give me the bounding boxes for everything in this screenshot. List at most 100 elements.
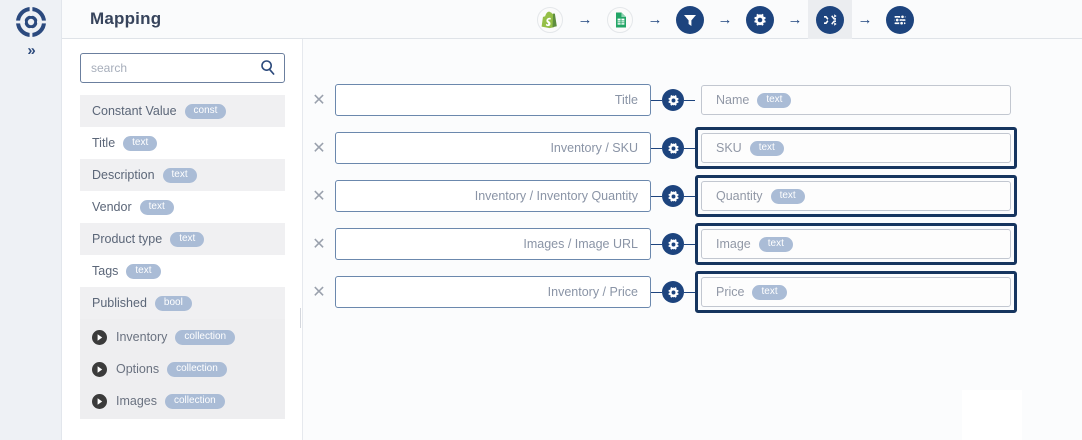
wire-right [684,291,695,293]
mapping-settings-gear-icon[interactable] [662,281,684,303]
expand-arrow-icon[interactable] [92,361,107,377]
wire-right [684,99,695,101]
remove-mapping-button[interactable]: ✕ [312,284,326,301]
target-highlight-ring: Quantity text [695,175,1017,217]
source-field-select[interactable]: Images / Image URL [335,228,651,260]
pipeline-steps: → → [528,0,922,39]
type-badge: text [758,236,793,252]
target-highlight-ring: Name text [695,79,1017,121]
mapping-settings-gear-icon[interactable] [662,89,684,111]
step-arrow: → [857,11,873,28]
wire-left [651,147,662,149]
sheets-icon [606,6,634,34]
target-field-select[interactable]: Image text [701,229,1011,259]
source-field-select[interactable]: Inventory / SKU [335,132,651,164]
field-label: Constant Value [92,104,177,118]
mapping-row: ✕ Inventory / Inventory Quantity Quantit… [303,172,1082,220]
step-arrow: → [787,11,803,28]
expand-arrow-icon[interactable] [92,329,107,345]
left-rail: » [0,0,62,440]
source-field-select[interactable]: Inventory / Inventory Quantity [335,180,651,212]
mapping-connector [651,137,695,159]
step-google-sheets[interactable] [598,0,642,39]
target-field-select[interactable]: Price text [701,277,1011,307]
app-logo-icon[interactable] [15,6,47,38]
header: Mapping → [62,0,1082,39]
render-artifact [962,390,1022,440]
remove-mapping-button[interactable]: ✕ [312,92,326,109]
search-box [80,53,285,83]
mapping-connector [651,233,695,255]
target-highlight-ring: Image text [695,223,1017,265]
collection-label: Inventory [116,330,168,344]
type-badge: collection [167,361,227,377]
remove-mapping-button[interactable]: ✕ [312,236,326,253]
list-item[interactable]: Tags text [80,255,285,287]
type-badge: text [126,263,161,279]
mapping-settings-gear-icon[interactable] [662,185,684,207]
search-input[interactable] [80,53,285,83]
list-item[interactable]: Constant Value const [80,95,285,127]
mapping-connector [651,89,695,111]
wire-left [651,243,662,245]
sliders-icon [886,5,914,34]
collection-label: Options [116,362,160,376]
field-label: Description [92,168,155,182]
list-item-collection[interactable]: Options collection [80,353,285,385]
list-item[interactable]: Title text [80,127,285,159]
target-label: SKU [716,141,742,155]
mapping-canvas: ✕ Title Name text ✕ I [303,39,1082,440]
step-options[interactable] [878,0,922,39]
type-badge: bool [154,295,192,311]
mapping-connector [651,281,695,303]
wire-right [684,243,695,245]
step-mapping[interactable] [808,0,852,39]
wire-left [651,291,662,293]
field-label: Published [92,296,147,310]
list-item[interactable]: Vendor text [80,191,285,223]
mapping-connector [651,185,695,207]
wire-right [684,147,695,149]
field-label: Tags [92,264,119,278]
source-field-select[interactable]: Inventory / Price [335,276,651,308]
source-field-select[interactable]: Title [335,84,651,116]
page-title: Mapping [90,9,162,28]
fields-list: Constant Value const Title text Descript… [80,95,285,419]
expand-arrow-icon[interactable] [92,393,107,409]
target-field-select[interactable]: SKU text [701,133,1011,163]
expand-rail-button[interactable]: » [27,42,35,59]
target-highlight-ring: Price text [695,271,1017,313]
wire-right [684,195,695,197]
shopify-icon [536,6,564,34]
mapping-settings-gear-icon[interactable] [662,233,684,255]
fields-sidebar: Constant Value const Title text Descript… [62,39,303,440]
mapping-row: ✕ Inventory / SKU SKU text [303,124,1082,172]
remove-mapping-button[interactable]: ✕ [312,188,326,205]
list-item[interactable]: Description text [80,159,285,191]
collection-label: Images [116,394,157,408]
collections-group: Inventory collection Options collection … [80,319,285,419]
step-arrow: → [647,11,663,28]
shuffle-icon [816,5,844,34]
mapping-settings-gear-icon[interactable] [662,137,684,159]
step-settings[interactable] [738,0,782,39]
target-highlight-ring: SKU text [695,127,1017,169]
target-label: Image [716,237,751,251]
list-item-collection[interactable]: Images collection [80,385,285,417]
list-item[interactable]: Published bool [80,287,285,319]
type-badge: collection [165,393,225,409]
target-field-select[interactable]: Quantity text [701,181,1011,211]
target-field-select[interactable]: Name text [701,85,1011,115]
field-label: Title [92,136,116,150]
step-filter[interactable] [668,0,712,39]
list-item[interactable]: Product type text [80,223,285,255]
mapping-row: ✕ Inventory / Price Price text [303,268,1082,316]
step-shopify-source[interactable] [528,0,572,39]
wire-left [651,99,662,101]
target-label: Name [716,93,750,107]
list-item-collection[interactable]: Inventory collection [80,321,285,353]
type-badge: text [770,188,805,204]
remove-mapping-button[interactable]: ✕ [312,140,326,157]
funnel-icon [676,5,704,34]
